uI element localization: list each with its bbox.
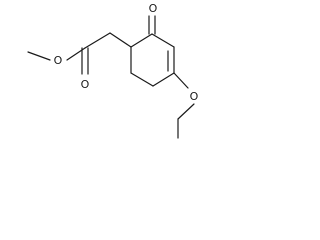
bond-ring-c1-c2 [130, 33, 153, 48]
ester-carbonyl-oxygen-label: O [81, 78, 90, 91]
bond-ch2-ring [109, 32, 132, 48]
bond-ring-c4-c5 [152, 72, 175, 87]
bond-ring-c2-c3 [151, 33, 175, 48]
structure-diagram: O O O O [27, 2, 199, 139]
ketone-oxygen-label: O [149, 2, 158, 15]
bond-methyl-o [27, 51, 51, 61]
bond-ring-ethoxy-o [173, 72, 189, 89]
bond-ethoxy-o-ch2 [177, 103, 195, 120]
ethoxy-oxygen-label: O [190, 90, 199, 103]
ester-ether-oxygen-label: O [54, 54, 63, 67]
bond-ring-c5-c6 [130, 72, 154, 87]
bond-ester-carbon-ch2 [84, 32, 111, 49]
